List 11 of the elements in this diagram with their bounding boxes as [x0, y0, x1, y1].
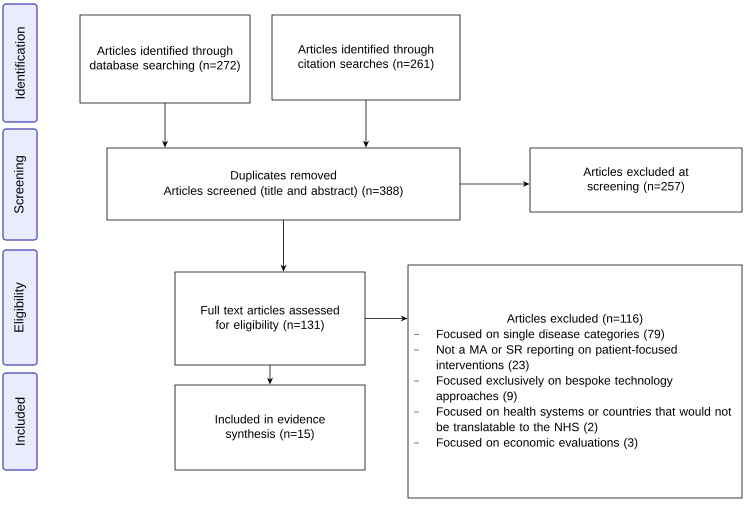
- process-box: Full text articles assessed for eligibility (n=131): [174, 272, 366, 366]
- process-box: Duplicates removed Articles screened (title and abstract) (n=388): [106, 148, 460, 220]
- stage-band: Included: [2, 372, 38, 471]
- process-box: Articles identified through citation searches (n=261): [272, 14, 460, 100]
- process-box: Included in evidence synthesis (n=15): [174, 384, 366, 470]
- stage-band: Eligibility: [2, 249, 38, 366]
- exclusion-box: Articles excluded (n=116) Focused on single disease categories (79) Not a MA or SR reporting on patient-focused interventions (23) Focused exclusively on bespoke technology approaches (9) Focused on health systems or countries that would not be translatable to the NHS (2) Focused on economic evaluations (3): [408, 264, 742, 498]
- stage-band: Screening: [2, 128, 38, 241]
- process-box: Articles excluded at screening (n=257): [530, 148, 742, 212]
- process-box: Articles identified through database searching (n=272): [80, 14, 250, 104]
- stage-band: Identification: [2, 3, 38, 123]
